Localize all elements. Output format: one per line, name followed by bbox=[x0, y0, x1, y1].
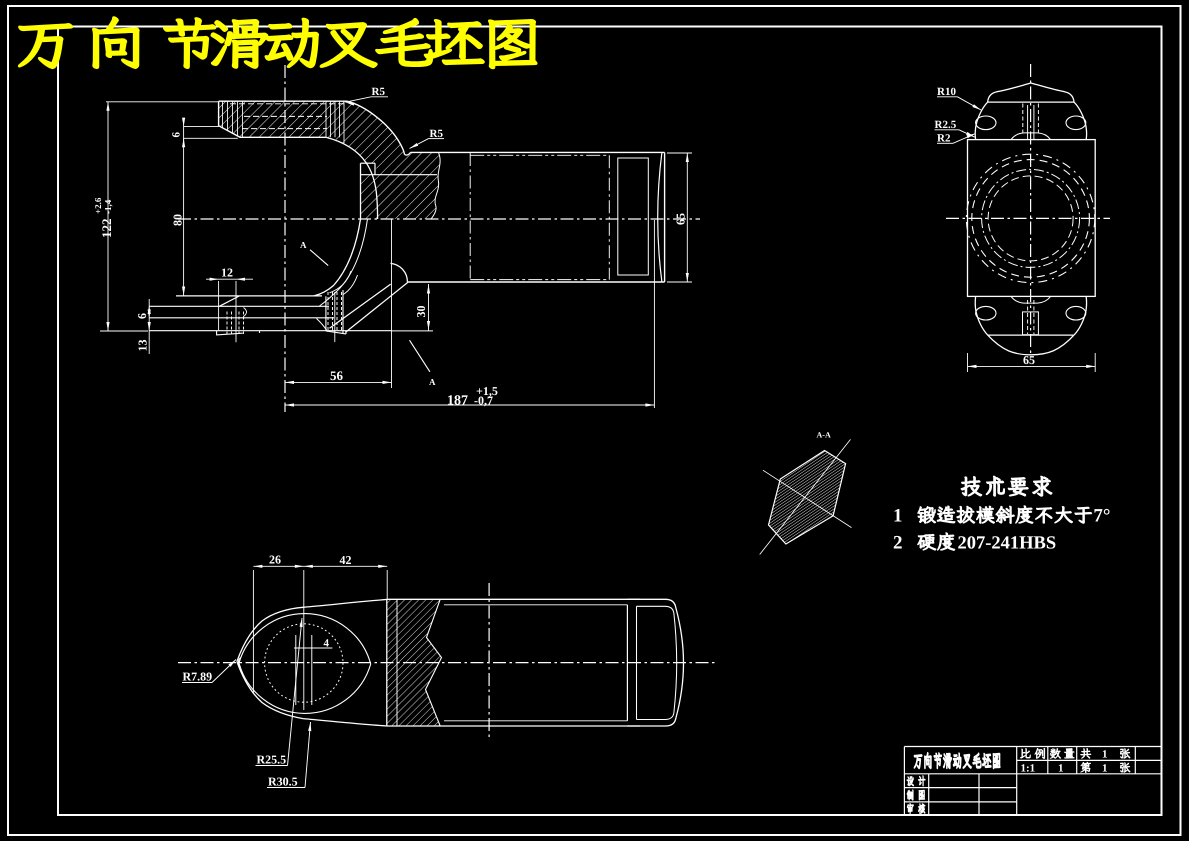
svg-text:42: 42 bbox=[340, 553, 352, 567]
svg-text:4: 4 bbox=[324, 638, 330, 650]
svg-text:207-241HBS: 207-241HBS bbox=[958, 534, 1057, 554]
svg-text:6: 6 bbox=[171, 132, 183, 138]
svg-text:+1,5: +1,5 bbox=[476, 384, 498, 398]
svg-text:1: 1 bbox=[893, 506, 903, 527]
svg-text:7°: 7° bbox=[1093, 506, 1110, 527]
svg-text:13: 13 bbox=[136, 340, 150, 352]
svg-text:R2: R2 bbox=[937, 133, 951, 145]
svg-text:12: 12 bbox=[221, 266, 233, 280]
svg-text:187: 187 bbox=[447, 394, 468, 409]
svg-text:2: 2 bbox=[893, 533, 903, 554]
svg-text:56: 56 bbox=[330, 368, 344, 383]
svg-text:1: 1 bbox=[1102, 763, 1108, 775]
svg-text:R5: R5 bbox=[430, 128, 444, 140]
svg-text:R2.5: R2.5 bbox=[935, 119, 957, 131]
svg-text:1: 1 bbox=[1058, 763, 1064, 775]
svg-text:A: A bbox=[429, 377, 436, 387]
svg-text:-0,7: -0,7 bbox=[474, 394, 493, 408]
svg-text:R25.5: R25.5 bbox=[257, 753, 287, 767]
svg-text:R30.5: R30.5 bbox=[268, 775, 298, 789]
svg-text:R7.89: R7.89 bbox=[183, 670, 213, 684]
svg-text:A: A bbox=[300, 240, 307, 250]
svg-text:65: 65 bbox=[1023, 353, 1035, 367]
svg-text:A-A: A-A bbox=[817, 431, 831, 440]
svg-text:30: 30 bbox=[414, 306, 428, 318]
svg-text:6: 6 bbox=[135, 313, 149, 319]
svg-text:80: 80 bbox=[171, 214, 185, 226]
svg-text:1:1: 1:1 bbox=[1021, 763, 1036, 775]
svg-text:-1,4: -1,4 bbox=[103, 199, 113, 214]
svg-text:1: 1 bbox=[1102, 749, 1108, 761]
svg-text:R10: R10 bbox=[937, 86, 956, 98]
svg-text:+2.6: +2.6 bbox=[93, 197, 103, 214]
svg-text:R5: R5 bbox=[372, 86, 386, 98]
svg-text:65: 65 bbox=[674, 213, 688, 225]
svg-text:26: 26 bbox=[269, 553, 281, 567]
svg-text:122: 122 bbox=[99, 219, 114, 239]
